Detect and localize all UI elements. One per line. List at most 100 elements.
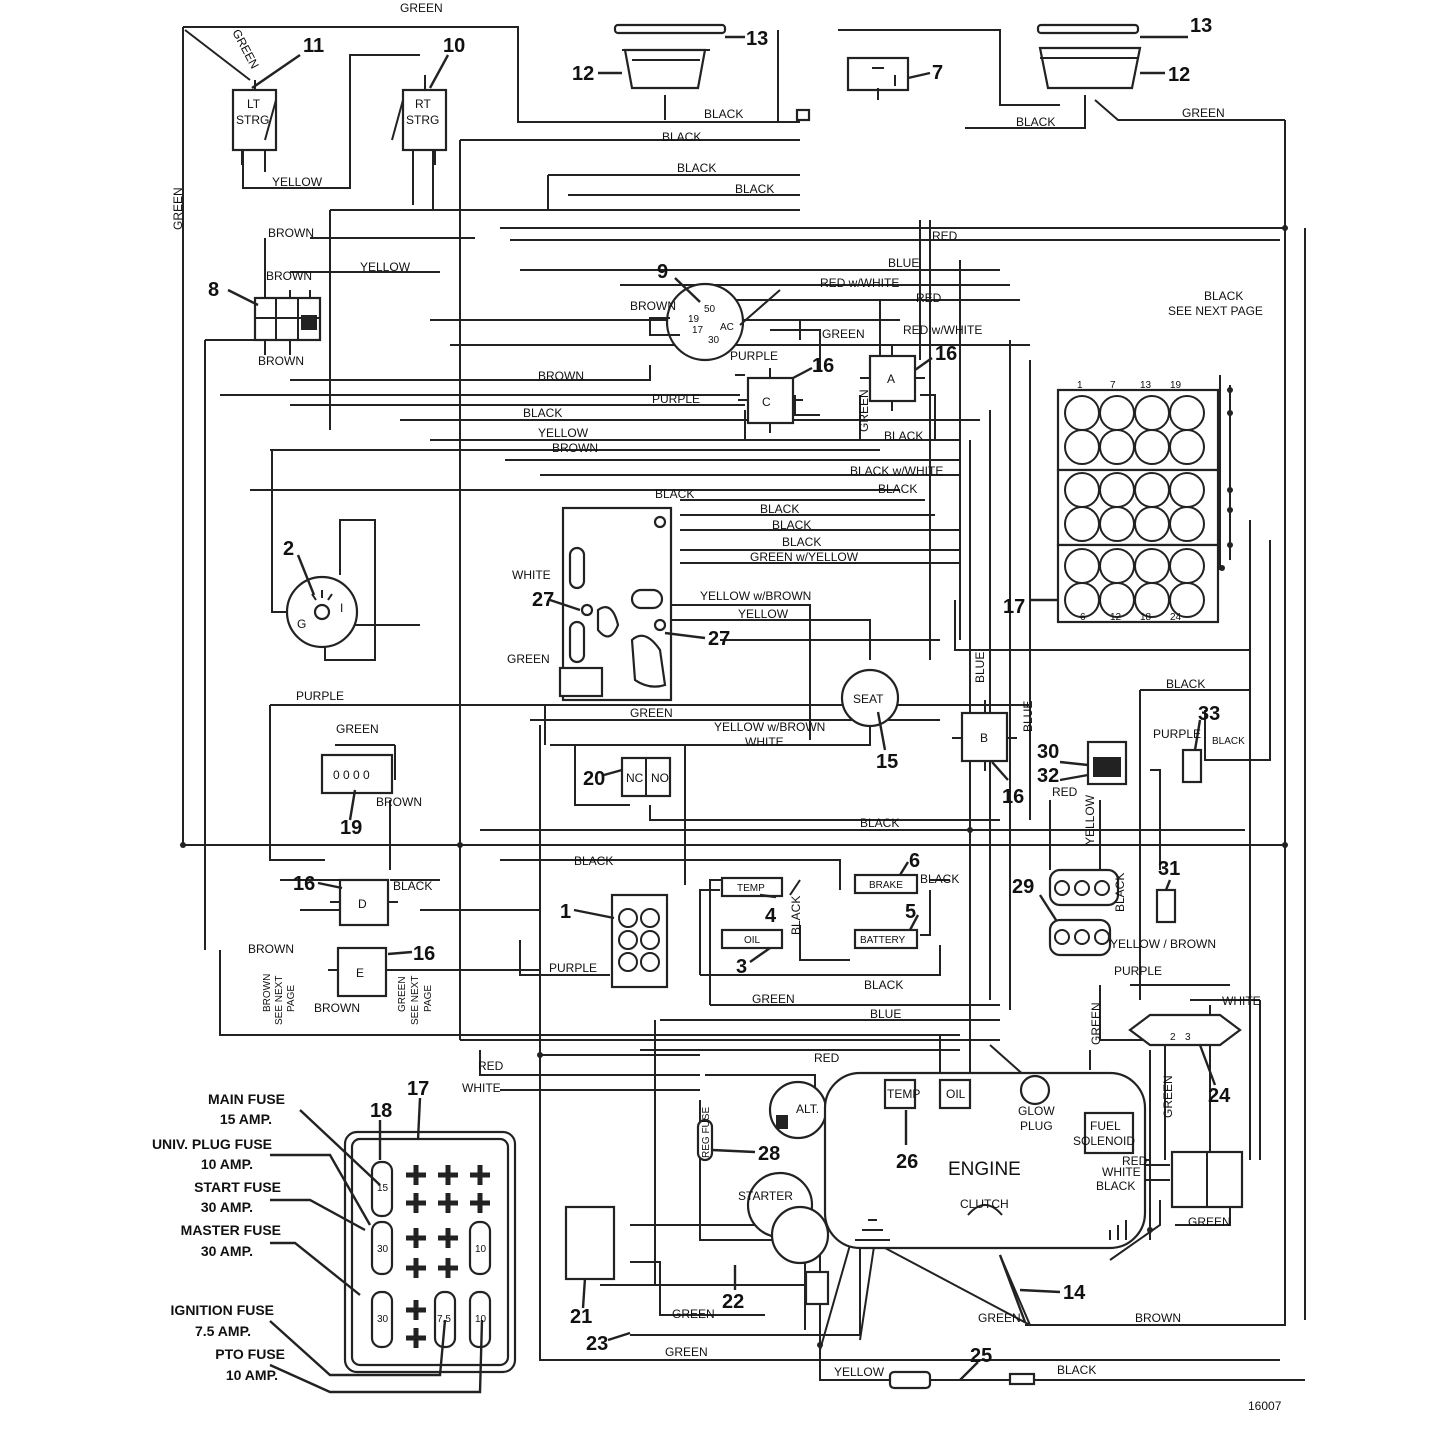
wire-label: BLACK	[1016, 115, 1055, 129]
callout-25: 25	[970, 1345, 992, 1367]
wire-label: BROWN	[248, 942, 294, 956]
round-switch	[285, 575, 359, 649]
wire-label: PURPLE	[730, 349, 778, 363]
wire-label: GREEN	[1089, 1002, 1103, 1045]
wire-label: WHITE	[1102, 1165, 1141, 1179]
fuse-legend: MAIN FUSE 15 AMP. UNIV. PLUG FUSE 10 AMP…	[152, 1091, 285, 1383]
wire-label: PURPLE	[549, 961, 597, 975]
callout-28: 28	[758, 1143, 780, 1165]
conn-12: 12	[1110, 612, 1122, 623]
headlight-right	[1036, 23, 1142, 90]
rt-steering-switch	[391, 75, 448, 165]
fuse-val-15: 15	[377, 1183, 389, 1194]
wire-label: YELLOW	[272, 175, 323, 189]
wire-label: YELLOW	[538, 426, 589, 440]
note-green-1: GREEN	[397, 976, 408, 1012]
callout-16b: 16	[1002, 786, 1024, 808]
wire-label: BLACK	[677, 161, 716, 175]
starter-label: STARTER	[738, 1189, 793, 1203]
wire-label: BLACK	[1057, 1363, 1096, 1377]
relay-30-32	[1086, 740, 1128, 786]
wire-label: GREEN	[978, 1311, 1021, 1325]
callout-22: 22	[722, 1291, 744, 1313]
wire-label: BLACK	[1096, 1179, 1135, 1193]
wire-label: BLACK w/WHITE	[850, 464, 943, 478]
wire-label: RED	[814, 1051, 840, 1065]
component-labels: LT STRG RT STRG 50 19 17 30 AC C A B D E…	[236, 97, 1282, 1413]
conn-7: 7	[1110, 380, 1116, 391]
wire-label: BLUE	[1021, 701, 1035, 732]
callout-23: 23	[586, 1333, 608, 1355]
fuse-block	[343, 1130, 517, 1374]
fuse-pto-2: 10 AMP.	[226, 1367, 278, 1383]
fuse-main-1: MAIN FUSE	[208, 1091, 285, 1107]
nc-label: NC	[626, 771, 644, 785]
fuel-label-1: FUEL	[1090, 1119, 1121, 1133]
wire-label: RED	[1052, 785, 1078, 799]
wire-label: BLACK	[735, 182, 774, 196]
wire-label: BLUE	[973, 652, 987, 683]
inline-fuse-25	[888, 1370, 1036, 1390]
wire-label: BROWN	[376, 795, 422, 809]
key-30: 30	[708, 335, 720, 346]
relay-b-label: B	[980, 731, 988, 745]
fuse-val-75: 7.5	[437, 1314, 451, 1325]
wire-label: GREEN	[672, 1307, 715, 1321]
clutch-label: CLUTCH	[960, 1197, 1009, 1211]
solenoid	[804, 1270, 830, 1306]
wire-label: BLACK	[884, 429, 923, 443]
wire-label: BLACK	[704, 107, 743, 121]
callout-21: 21	[570, 1306, 592, 1328]
diode-31	[1155, 888, 1177, 924]
wire-harness	[182, 26, 1306, 1381]
relay-d-label: D	[358, 897, 367, 911]
wire-label: BROWN	[266, 269, 312, 283]
wire-label: YELLOW	[360, 260, 411, 274]
wire-label: BROWN	[258, 354, 304, 368]
key-17: 17	[692, 325, 704, 336]
wire-label: RED	[1122, 1154, 1148, 1168]
hourmeter-digits: 0 0 0 0	[333, 768, 370, 782]
callout-3: 3	[736, 956, 747, 978]
note-black-1: BLACK	[1204, 289, 1243, 303]
wire-label: BLACK	[760, 502, 799, 516]
leader-lines	[227, 35, 1217, 1394]
callout-7: 7	[932, 62, 943, 84]
regulator-24	[1128, 1013, 1242, 1047]
wire-label: BROWN	[552, 441, 598, 455]
callout-11: 11	[303, 35, 324, 57]
callout-10: 10	[443, 35, 465, 57]
callout-26: 26	[896, 1151, 918, 1173]
seat-switch	[840, 668, 900, 728]
switch-i: I	[340, 601, 343, 615]
wire-label: RED	[932, 229, 958, 243]
battery-21	[564, 1205, 616, 1281]
callout-27a: 27	[532, 589, 554, 611]
wire-label: YELLOW	[738, 607, 789, 621]
hour-meter	[320, 753, 394, 795]
fuse-start-1: START FUSE	[194, 1179, 281, 1195]
wire-label: WHITE	[462, 1081, 501, 1095]
lt-label-1: LT	[247, 97, 261, 111]
callout-30: 30	[1037, 741, 1059, 763]
wire-label: BLACK	[1113, 873, 1127, 912]
fuse-main-2: 15 AMP.	[220, 1111, 272, 1127]
ground-symbol	[855, 1219, 890, 1241]
reg-fuse	[696, 1118, 714, 1162]
key-19: 19	[688, 314, 700, 325]
wire-label: YELLOW w/BROWN	[714, 720, 825, 734]
fuse-val-30a: 30	[377, 1244, 389, 1255]
headlight-left	[613, 23, 727, 90]
fuse-master-1: MASTER FUSE	[181, 1222, 281, 1238]
fuse-pto-1: PTO FUSE	[215, 1346, 285, 1362]
callout-33: 33	[1198, 703, 1220, 725]
callout-12b: 12	[1168, 64, 1190, 86]
diagram-id: 16007	[1248, 1399, 1282, 1413]
switch-7	[795, 56, 910, 122]
callout-24: 24	[1208, 1085, 1231, 1107]
wire-label: RED w/WHITE	[903, 323, 982, 337]
callout-4: 4	[765, 905, 777, 927]
relay-c-label: C	[762, 395, 771, 409]
callout-2: 2	[283, 538, 294, 560]
